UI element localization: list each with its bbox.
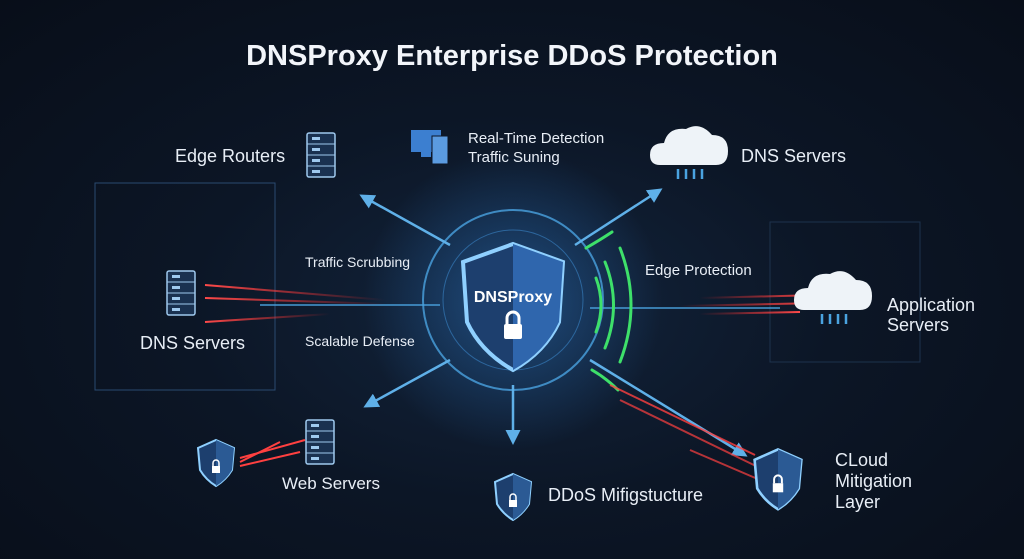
dns-server-icon (166, 270, 196, 316)
label-dns-servers-top: DNS Servers (741, 146, 847, 166)
arrow-cloud-mitigation (589, 358, 748, 457)
label-cloud-line2: Mitigation (835, 471, 913, 491)
arrow-dns-servers (574, 188, 663, 247)
protection-arcs (584, 230, 633, 392)
label-traffic-suning: Traffic Suning (468, 149, 560, 166)
label-ddos-mitigation: DDoS Mifigstucture (548, 485, 704, 505)
dnsproxy-shield-icon-cloud (753, 448, 803, 511)
attack-rays (204, 284, 821, 481)
right-panel-frame (769, 221, 921, 363)
lock-icon (504, 310, 522, 339)
label-edge-routers: Edge Routers (175, 146, 286, 166)
dnsproxy-center-shield: DNSProxy (460, 241, 566, 373)
dnsproxy-shield-icon-web (197, 439, 235, 487)
center-shield-label: DNSProxy (474, 289, 552, 306)
web-server-icon (305, 419, 335, 465)
cloud-icon-dns (648, 124, 730, 181)
label-cloud-line3: Layer (835, 492, 881, 512)
label-dns-servers-left: DNS Servers (140, 333, 246, 353)
label-application-line1: Application (887, 295, 976, 315)
feature-edge-protection: Edge Protection (645, 262, 752, 279)
arrow-web-servers (363, 358, 451, 408)
flow-arrows (359, 188, 748, 457)
label-realtime-detection: Real-Time Detection (468, 130, 605, 147)
edge-router-server-icon (306, 132, 336, 178)
monitor-icon (411, 130, 449, 165)
label-web-servers: Web Servers (282, 474, 380, 493)
dnsproxy-shield-icon-ddos (494, 473, 532, 521)
arrow-edge-routers (359, 194, 451, 247)
feature-scalable-defense: Scalable Defense (305, 333, 415, 349)
label-application-line2: Servers (887, 315, 950, 335)
page-title: DNSProxy Enterprise DDoS Protection (246, 40, 778, 72)
cloud-icon-application (792, 269, 874, 326)
feature-traffic-scrubbing: Traffic Scrubbing (305, 254, 411, 270)
label-cloud-line1: CLoud (835, 450, 889, 470)
left-panel-frame (94, 182, 276, 391)
